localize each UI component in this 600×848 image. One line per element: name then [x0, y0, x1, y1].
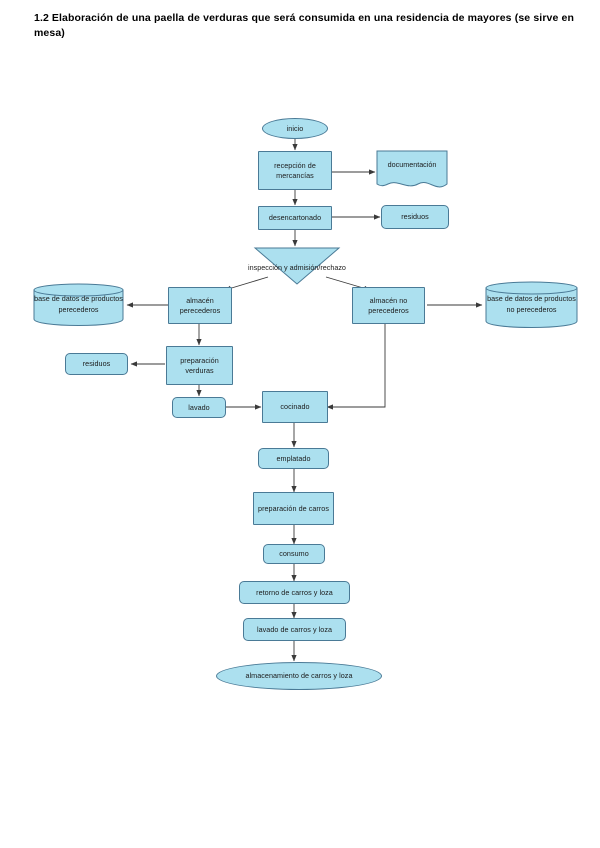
node-label: cocinado [280, 402, 310, 412]
node-label: almacén no perecederos [368, 295, 409, 315]
node-residuos-desencartonado[interactable]: residuos [381, 205, 449, 229]
node-label: desencartonado [268, 213, 322, 223]
node-almacen-perecederos[interactable]: almacén perecederos [168, 287, 232, 324]
node-cocinado[interactable]: cocinado [262, 391, 328, 423]
node-label: inicio [286, 123, 304, 133]
node-inicio[interactable]: inicio [262, 118, 328, 139]
node-preparacion-de-carros[interactable]: preparación de carros [253, 492, 334, 525]
node-recepcion-de-mercancias[interactable]: recepción de mercancías [258, 151, 332, 190]
node-label: base de datos de productos perecederos [34, 294, 123, 314]
node-label: documentación [387, 160, 437, 170]
heading-text: Elaboración de una paella de verduras qu… [34, 12, 574, 40]
node-lavado[interactable]: lavado [172, 397, 226, 418]
node-consumo[interactable]: consumo [263, 544, 325, 564]
node-residuos-preparacion[interactable]: residuos [65, 353, 128, 375]
node-base-datos-productos-no-perecederos[interactable]: base de datos de productos no perecedero… [485, 281, 578, 329]
database-cylinder-icon [485, 281, 578, 329]
node-label: residuos [401, 212, 429, 222]
node-label: emplatado [276, 453, 311, 463]
node-almacenamiento-carros-loza[interactable]: almacenamiento de carros y loza [216, 662, 382, 690]
node-label: lavado de carros y loza [256, 624, 333, 634]
node-label: residuos [82, 359, 111, 369]
node-label: preparación de carros [258, 503, 329, 513]
triangle-decision-icon [253, 247, 341, 285]
node-label: almacén perecederos [179, 295, 221, 315]
database-cylinder-icon [33, 283, 124, 327]
heading-number: 1.2 [34, 12, 49, 24]
node-label: retorno de carros y loza [256, 587, 333, 597]
node-almacen-no-perecederos[interactable]: almacén no perecederos [352, 287, 425, 324]
document-icon [376, 150, 448, 188]
node-lavado-carros-loza[interactable]: lavado de carros y loza [243, 618, 346, 641]
node-inspeccion-admision-rechazo[interactable]: inspección y admisión/rechazo [248, 247, 346, 285]
node-label: almacenamiento de carros y loza [245, 671, 353, 681]
edge-almacen-no-perecederos-cocinado [326, 324, 386, 410]
node-documentacion[interactable]: documentación [376, 150, 448, 191]
node-label: preparación verduras [180, 355, 219, 375]
node-desencartonado[interactable]: desencartonado [258, 206, 332, 230]
node-label: base de datos de productos no perecedero… [487, 294, 576, 314]
node-emplatado[interactable]: emplatado [258, 448, 329, 469]
node-label: inspección y admisión/rechazo [248, 263, 346, 272]
node-label: recepción de mercancías [274, 160, 316, 180]
node-label: lavado [188, 402, 210, 412]
node-base-datos-productos-perecederos[interactable]: base de datos de productos perecederos [33, 283, 124, 327]
node-preparacion-verduras[interactable]: preparación verduras [166, 346, 233, 385]
node-retorno-carros-loza[interactable]: retorno de carros y loza [239, 581, 350, 604]
node-label: consumo [279, 549, 309, 559]
